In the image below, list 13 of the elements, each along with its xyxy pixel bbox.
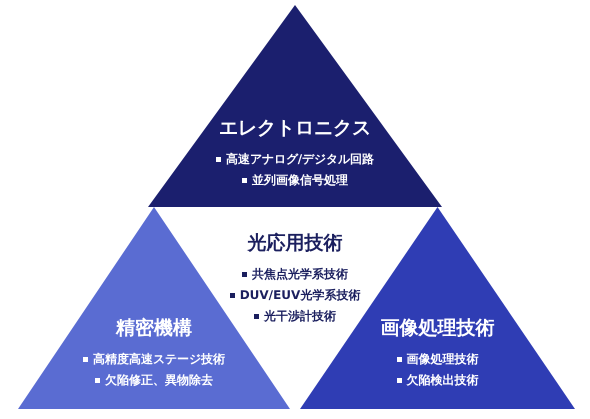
- list-item: 並列画像信号処理: [242, 170, 348, 191]
- segment-title: 精密機構: [116, 316, 192, 341]
- list-item: 高速アナログ/デジタル回路: [216, 149, 374, 170]
- list-item: 高精度高速ステージ技術: [83, 349, 225, 370]
- list-item: DUV/EUV光学系技術: [230, 285, 360, 306]
- list-item: 共焦点光学系技術: [242, 264, 348, 285]
- segment-title: エレクトロニクス: [219, 116, 371, 141]
- list-item: 欠陥検出技術: [396, 370, 478, 391]
- list-item: 欠陥修正、異物除去: [95, 370, 213, 391]
- list-item: 光干渉計技術: [254, 306, 336, 327]
- segment-title: 画像処理技術: [380, 316, 494, 341]
- list-item: 画像処理技術: [396, 349, 478, 370]
- segment-title: 光応用技術: [248, 231, 342, 256]
